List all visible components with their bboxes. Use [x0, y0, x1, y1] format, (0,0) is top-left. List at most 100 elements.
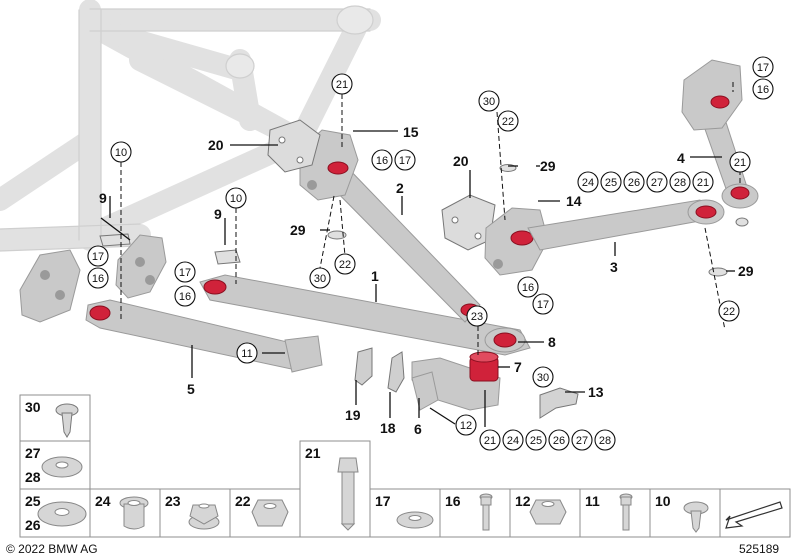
- callout-21-right: 21: [692, 171, 714, 193]
- svg-text:17: 17: [92, 251, 104, 263]
- callout-21-top: 21: [331, 73, 353, 95]
- label-part-19: 19: [345, 407, 361, 423]
- arm-part-1: [199, 274, 531, 356]
- legend-26: 26: [25, 517, 41, 533]
- svg-text:25: 25: [605, 177, 617, 189]
- label-part-6: 6: [414, 421, 422, 437]
- svg-text:16: 16: [757, 84, 769, 96]
- label-part-29-top: 29: [540, 158, 556, 174]
- left-bracket-inner: [115, 234, 167, 299]
- callout-26-right: 26: [623, 171, 645, 193]
- svg-text:11: 11: [241, 348, 252, 360]
- dashed-leader-lines: [120, 82, 741, 357]
- callout-16-left: 16: [87, 267, 109, 289]
- legend-30: 30: [25, 399, 41, 415]
- label-part-4: 4: [677, 150, 685, 166]
- legend-28: 28: [25, 469, 41, 485]
- callout-23: 23: [466, 305, 488, 327]
- legend-17: 17: [375, 493, 391, 509]
- callout-10-left: 10: [110, 141, 132, 163]
- svg-text:17: 17: [399, 155, 411, 167]
- legend-24: 24: [95, 493, 111, 509]
- callout-22-left: 22: [334, 253, 356, 275]
- svg-text:28: 28: [674, 177, 686, 189]
- svg-text:26: 26: [628, 177, 640, 189]
- callout-17-upper: 17: [394, 149, 416, 171]
- svg-text:28: 28: [599, 435, 611, 447]
- svg-text:25: 25: [530, 435, 542, 447]
- svg-text:10: 10: [115, 147, 127, 159]
- sleeve-24-icon: [119, 496, 149, 530]
- svg-text:21: 21: [734, 157, 746, 169]
- diagram-number: 525189: [739, 542, 779, 556]
- gasket-part-20-left: [267, 119, 321, 173]
- label-part-13: 13: [588, 384, 604, 400]
- callout-12: 12: [455, 414, 477, 436]
- screw-16-icon: [479, 493, 493, 531]
- legend-27: 27: [25, 445, 41, 461]
- svg-text:21: 21: [484, 435, 496, 447]
- callout-25-bottom: 25: [525, 429, 547, 451]
- label-part-29-right: 29: [738, 263, 754, 279]
- callout-16-far-right: 16: [752, 78, 774, 100]
- callout-17-mid: 17: [174, 261, 196, 283]
- label-part-1: 1: [371, 268, 379, 284]
- circled-callouts: 21 16 17 30 22 10 10 17 16 17 16 11 23 1…: [87, 56, 774, 451]
- label-part-29-left: 29: [290, 222, 306, 238]
- label-part-14: 14: [566, 193, 582, 209]
- callout-27-bottom: 27: [571, 429, 593, 451]
- legend-10: 10: [655, 493, 671, 509]
- label-part-2: 2: [396, 180, 404, 196]
- svg-text:22: 22: [723, 306, 735, 318]
- svg-text:10: 10: [230, 193, 242, 205]
- callout-16-right: 16: [517, 276, 539, 298]
- screw-30-icon: [55, 403, 79, 438]
- link-part-4: [681, 59, 759, 209]
- svg-text:16: 16: [179, 291, 191, 303]
- copyright-text: © 2022 BMW AG: [6, 542, 98, 556]
- bracket-part-9: [99, 233, 241, 265]
- svg-text:27: 27: [651, 177, 663, 189]
- callout-25-right: 25: [600, 171, 622, 193]
- washer-25-26-icon: [37, 501, 87, 527]
- svg-text:23: 23: [471, 311, 483, 323]
- svg-text:26: 26: [553, 435, 565, 447]
- callout-30-bottom: 30: [532, 366, 554, 388]
- screw-10-icon: [683, 501, 709, 533]
- washer-part-29: [327, 164, 749, 277]
- callout-21-bottom: 21: [479, 429, 501, 451]
- label-part-9-right: 9: [214, 206, 222, 222]
- legend-25: 25: [25, 493, 41, 509]
- label-part-7: 7: [514, 359, 522, 375]
- fastener-legend: 30 27 28 25 26 24 23 22 21 17 16 12 11 1…: [19, 394, 791, 538]
- plate-part-18: [387, 351, 405, 393]
- mount-part-14: [484, 207, 549, 276]
- callout-17-right: 17: [532, 293, 554, 315]
- label-part-18: 18: [380, 420, 396, 436]
- nut-23-icon: [188, 503, 220, 530]
- svg-text:24: 24: [582, 177, 594, 189]
- plate-part-19: [354, 347, 373, 386]
- svg-text:17: 17: [757, 62, 769, 74]
- svg-text:17: 17: [537, 299, 549, 311]
- svg-text:22: 22: [339, 259, 351, 271]
- svg-text:16: 16: [376, 155, 388, 167]
- legend-23: 23: [165, 493, 181, 509]
- callout-30-right: 30: [478, 90, 500, 112]
- svg-text:16: 16: [522, 282, 534, 294]
- svg-text:12: 12: [460, 420, 472, 432]
- label-part-20-left: 20: [208, 137, 224, 153]
- legend-22: 22: [235, 493, 251, 509]
- svg-text:22: 22: [502, 116, 514, 128]
- callout-16-mid: 16: [174, 285, 196, 307]
- callout-28-right: 28: [669, 171, 691, 193]
- part-number-labels: 20 15 2 29 1 9 9 20 29 14 3 4 29 8 7 5 1…: [99, 124, 754, 437]
- bracket-part-13: [539, 387, 579, 419]
- link-part-3: [527, 199, 725, 251]
- bolt-21-icon: [337, 457, 359, 531]
- legend-21: 21: [305, 445, 321, 461]
- svg-text:30: 30: [537, 372, 549, 384]
- label-part-15: 15: [403, 124, 419, 140]
- callout-21-far-right: 21: [729, 151, 751, 173]
